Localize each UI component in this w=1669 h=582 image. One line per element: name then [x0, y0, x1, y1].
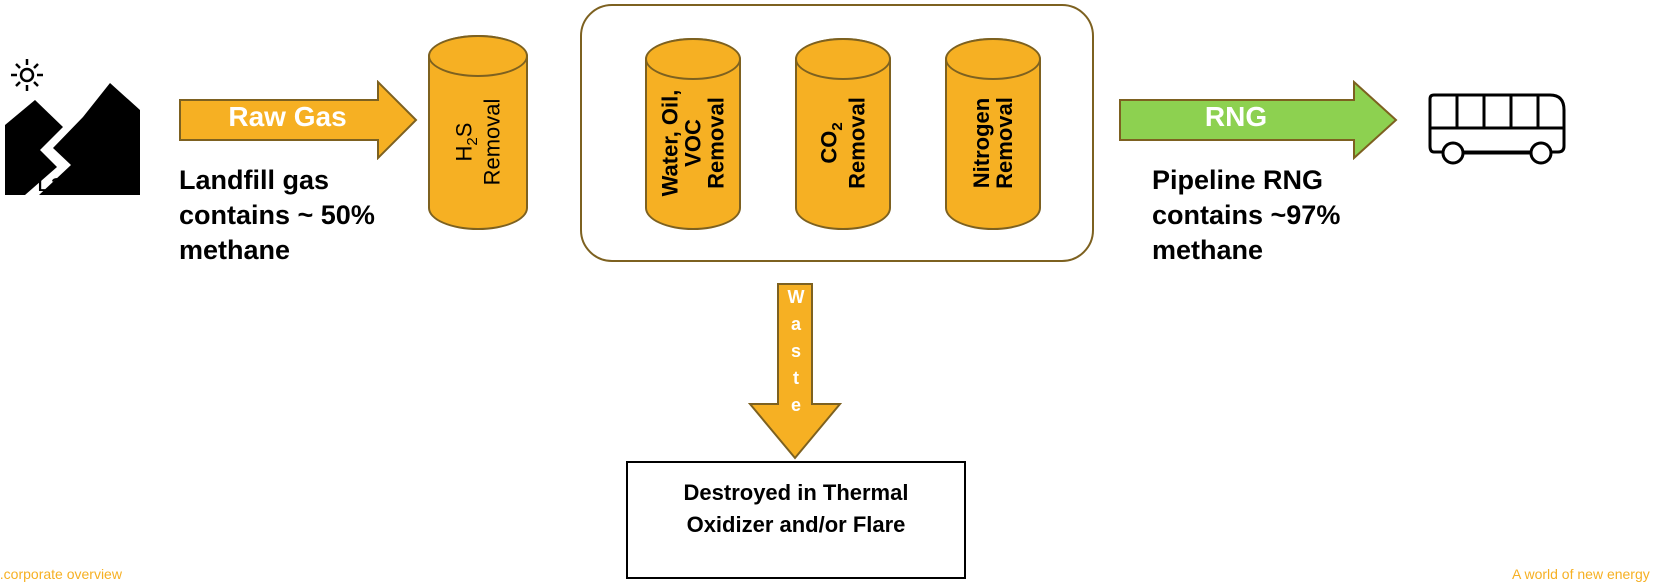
process-box — [580, 4, 1094, 262]
footer-right: A world of new energy — [1512, 566, 1650, 582]
landfill-label: Landfill — [37, 170, 114, 197]
raw-gas-label: Raw Gas — [228, 101, 347, 132]
raw-gas-arrow — [179, 80, 418, 160]
h2s-label: H2S — [451, 122, 481, 162]
footer-left: ...corporate overview — [0, 566, 122, 582]
co2-removal-cylinder: CO2 Removal — [795, 38, 891, 230]
raw-gas-description: Landfill gas contains ~ 50% methane — [179, 165, 375, 266]
cylinder-label-line: VOC — [680, 119, 706, 168]
landfill-icon — [5, 59, 140, 195]
cylinder-label-line: Removal — [703, 97, 729, 190]
sun-icon — [11, 59, 43, 91]
destination-box: Destroyed in Thermal Oxidizer and/or Fla… — [626, 461, 966, 579]
cylinder-label-line: Water, Oil, — [657, 90, 683, 197]
water-oil-voc-removal-cylinder: Water, Oil, VOC Removal — [645, 38, 741, 230]
bus-icon — [1428, 93, 1566, 165]
cylinder-label-line: Removal — [992, 97, 1017, 190]
rng-arrow — [1119, 80, 1398, 160]
nitrogen-removal-cylinder: Nitrogen Removal — [945, 38, 1041, 230]
h2s-removal-cylinder: H2S Removal — [428, 35, 528, 230]
cylinder-label-line: Nitrogen — [968, 98, 994, 189]
cylinder-label-line: Removal — [844, 97, 870, 190]
rng-label: RNG — [1204, 101, 1268, 132]
h2s-removal-label: Removal — [479, 98, 505, 186]
co2-label: CO2 — [816, 122, 846, 165]
waste-arrow — [748, 283, 842, 460]
rng-description: Pipeline RNG contains ~97% methane — [1152, 165, 1341, 266]
